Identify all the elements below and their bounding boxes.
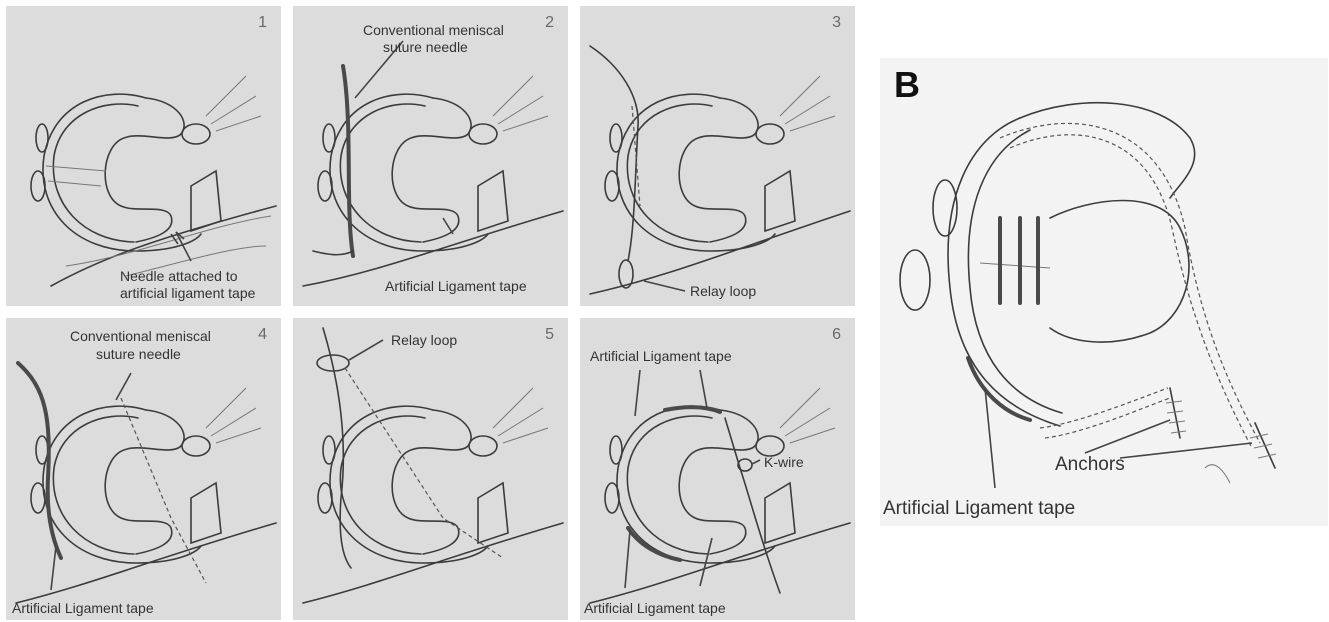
panel-4-label-3: Artificial Ligament tape: [12, 600, 154, 617]
panel-6-number: 6: [832, 326, 841, 344]
panel-6-label-2: K-wire: [764, 454, 804, 471]
panel-6: 6 Artificial Ligament tape K-wire Artifi…: [580, 318, 855, 620]
panel-2-number: 2: [545, 14, 554, 32]
panel-2-label-2: suture needle: [383, 39, 468, 56]
panel-4-label-2: suture needle: [96, 346, 181, 363]
panel-1-label-1: Needle attached to: [120, 268, 238, 285]
panel-5-number: 5: [545, 326, 554, 344]
panel-1-sketch: [6, 6, 281, 306]
panel-1: 1 Needle attached to artificial ligament…: [6, 6, 281, 306]
panel-b-label-tape: Artificial Ligament tape: [883, 498, 1075, 520]
panel-1-number: 1: [258, 14, 267, 32]
panel-1-label-2: artificial ligament tape: [120, 285, 255, 302]
panel-3: 3 Relay loop: [580, 6, 855, 306]
panel-6-label-3: Artificial Ligament tape: [584, 600, 726, 617]
panel-5-label-1: Relay loop: [391, 332, 457, 349]
panel-3-label-1: Relay loop: [690, 283, 756, 300]
panel-3-number: 3: [832, 14, 841, 32]
panel-2: 2 Conventional meniscal suture needle Ar…: [293, 6, 568, 306]
figure-label-b: B: [894, 64, 920, 106]
panel-4-number: 4: [258, 326, 267, 344]
panel-4: 4 Conventional meniscal suture needle Ar…: [6, 318, 281, 620]
panel-2-label-3: Artificial Ligament tape: [385, 278, 527, 295]
panel-b: B Anchors: [880, 58, 1328, 526]
panel-5-sketch: [293, 318, 568, 620]
panel-2-label-1: Conventional meniscal: [363, 22, 504, 39]
panel-3-sketch: [580, 6, 855, 306]
panel-4-label-1: Conventional meniscal: [70, 328, 211, 345]
panel-b-label-anchors: Anchors: [1055, 454, 1125, 476]
panel-5: 5 Relay loop: [293, 318, 568, 620]
panel-6-label-1: Artificial Ligament tape: [590, 348, 732, 365]
panel-4-sketch: [6, 318, 281, 620]
